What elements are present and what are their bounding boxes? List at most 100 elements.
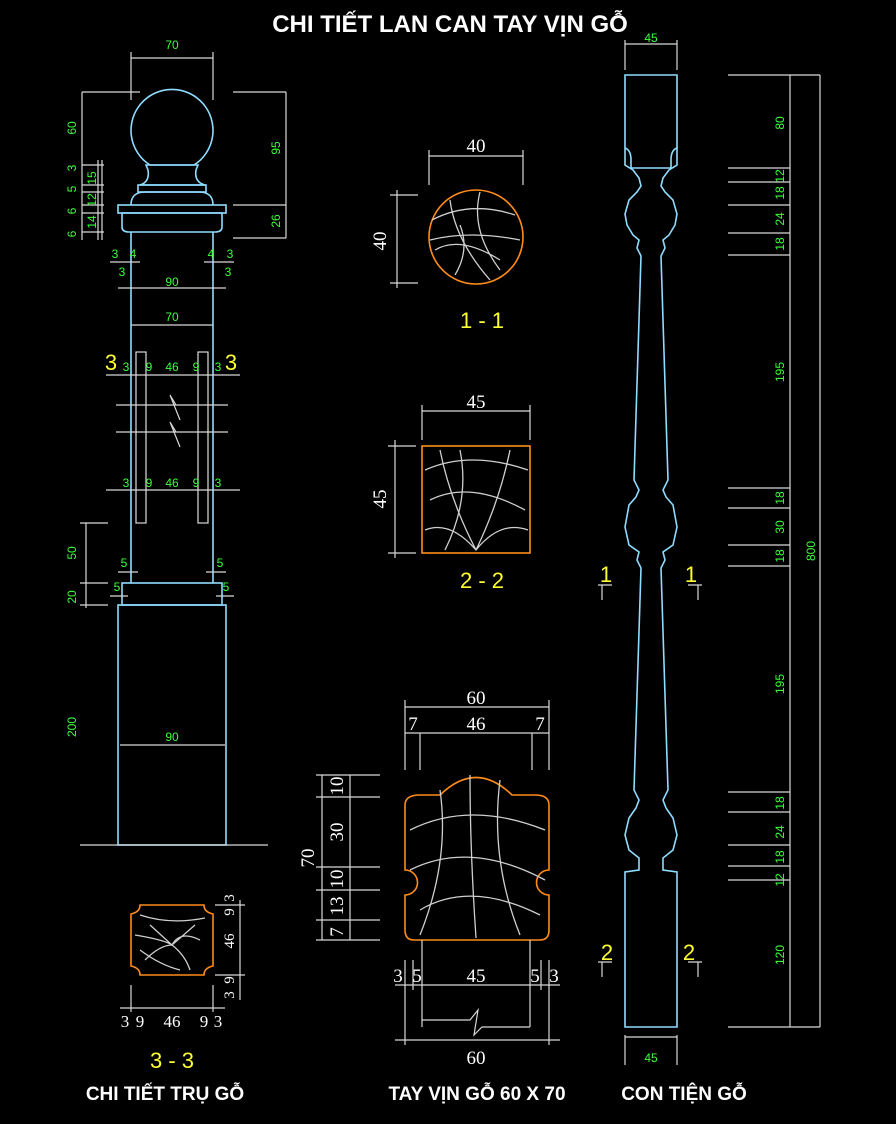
- dimension-label: 18: [773, 186, 787, 200]
- dimension-label: 70: [298, 849, 319, 868]
- drawing-title: CHI TIẾT LAN CAN TAY VỊN GỖ: [272, 9, 628, 38]
- dimension-label: 3: [225, 265, 232, 279]
- post-outline: [80, 88, 268, 846]
- dimension-label: 30: [327, 823, 348, 842]
- section-label-2-2: 2 - 2: [460, 568, 504, 593]
- dimension-label: 45: [644, 1051, 658, 1065]
- dimension-label: 70: [165, 310, 179, 324]
- dimension-label: 46: [165, 360, 179, 374]
- dimension-label: 6: [65, 230, 79, 237]
- dimension-label: 3: [215, 360, 222, 374]
- dimension-label: 46: [467, 714, 486, 735]
- dimension-label: 60: [467, 1048, 486, 1069]
- dimension-label: 18: [773, 549, 787, 563]
- dimension-label: 200: [65, 717, 79, 737]
- dimension-label: 13: [327, 897, 348, 916]
- caption-post: CHI TIẾT TRỤ GỖ: [86, 1083, 244, 1105]
- dimension-label: 60: [467, 688, 486, 709]
- dimension-label: 15: [85, 171, 99, 185]
- dimension-label: 18: [773, 491, 787, 505]
- post-dimension-lines: [80, 52, 287, 608]
- dimension-label: 45: [467, 392, 486, 413]
- dimension-label: 3: [215, 476, 222, 490]
- dimension-label: 7: [327, 927, 348, 937]
- dimension-label: 18: [773, 850, 787, 864]
- dimension-label: 24: [773, 212, 787, 226]
- dimension-label: 10: [327, 870, 348, 889]
- dimension-label: 5: [530, 966, 540, 987]
- baluster-drawing: 45 45 80 12 18 24 18 195 18 30 18 195 18…: [598, 31, 821, 1065]
- dimension-label: 3: [222, 991, 238, 999]
- handrail-drawing: 60 7 46 7 70 10 30 10 13 7 3 5 45 5 3 60: [298, 688, 560, 1069]
- dimension-label: 195: [773, 362, 787, 382]
- caption-handrail: TAY VỊN GỖ 60 X 70: [388, 1083, 565, 1105]
- dimension-label: 4: [130, 247, 137, 261]
- dimension-label: 26: [269, 214, 283, 228]
- dimension-label: 7: [408, 714, 418, 735]
- section-marker-2-right: 2: [683, 940, 695, 965]
- section-marker-2-left: 2: [601, 940, 613, 965]
- dimension-label: 20: [65, 590, 79, 604]
- dimension-label: 30: [773, 520, 787, 534]
- dimension-label: 9: [193, 360, 200, 374]
- post-drawing: 70 60 3 5 6 6 15 12 14 95 26 3 4 4 3 3 3…: [65, 38, 287, 846]
- dimension-label: 95: [269, 141, 283, 155]
- dimension-label: 9: [146, 360, 153, 374]
- dimension-label: 10: [327, 777, 348, 796]
- dimension-label: 5: [412, 966, 422, 987]
- dimension-label: 12: [85, 193, 99, 207]
- dimension-label: 3: [123, 360, 130, 374]
- dimension-label: 46: [222, 933, 238, 949]
- section-3-3: 9 3 46 3 9 3 9 46 9 3 3 - 3: [120, 894, 245, 1073]
- dimension-label: 3: [119, 265, 126, 279]
- caption-baluster: CON TIỆN GỖ: [621, 1083, 747, 1105]
- dimension-label: 9: [222, 908, 238, 916]
- dimension-label: 5: [223, 580, 230, 594]
- dimension-label: 7: [535, 714, 545, 735]
- dimension-label: 195: [773, 674, 787, 694]
- dimension-label: 40: [370, 232, 391, 251]
- dimension-label: 12: [773, 169, 787, 183]
- dimension-label: 5: [114, 580, 121, 594]
- section-marker-3-right: 3: [225, 350, 237, 375]
- dimension-label: 45: [370, 490, 391, 509]
- dimension-label: 60: [65, 121, 79, 135]
- dimension-label: 6: [65, 207, 79, 214]
- dimension-label: 9: [222, 976, 238, 984]
- dimension-label: 50: [65, 546, 79, 560]
- dimension-label: 120: [773, 945, 787, 965]
- dimension-label: 70: [165, 38, 179, 52]
- section-label-3-3: 3 - 3: [150, 1048, 194, 1073]
- dimension-label: 9: [146, 476, 153, 490]
- dimension-label: 24: [773, 825, 787, 839]
- dimension-label: 14: [85, 215, 99, 229]
- dimension-label: 3: [65, 164, 79, 171]
- dimension-label: 5: [121, 556, 128, 570]
- section-2-2: 45 45 2 - 2: [370, 392, 531, 593]
- dimension-label: 9: [200, 1012, 209, 1031]
- dimension-label: 18: [773, 237, 787, 251]
- dimension-label: 3: [227, 247, 234, 261]
- dimension-label: 3: [121, 1012, 130, 1031]
- dimension-label: 5: [217, 556, 224, 570]
- dimension-label: 4: [208, 247, 215, 261]
- dimension-label: 90: [165, 275, 179, 289]
- dimension-label: 46: [165, 476, 179, 490]
- dimension-label: 3: [222, 894, 238, 902]
- dimension-label: 45: [644, 31, 658, 45]
- dimension-label: 80: [773, 116, 787, 130]
- dimension-label: 3: [214, 1012, 223, 1031]
- post-dimension-labels: 70 60 3 5 6 6 15 12 14 95 26 3 4 4 3 3 3…: [65, 38, 283, 744]
- dimension-label: 3: [112, 247, 119, 261]
- section-marker-1-right: 1: [685, 562, 697, 587]
- dimension-label: 3: [393, 966, 403, 987]
- section-marker-3-left: 3: [105, 350, 117, 375]
- section-1-1: 40 40 1 - 1: [370, 136, 524, 333]
- dimension-label: 9: [193, 476, 200, 490]
- dimension-label: 800: [804, 541, 818, 561]
- dimension-label: 18: [773, 796, 787, 810]
- dimension-label: 46: [164, 1012, 181, 1031]
- dimension-label: 45: [467, 966, 486, 987]
- dimension-label: 3: [123, 476, 130, 490]
